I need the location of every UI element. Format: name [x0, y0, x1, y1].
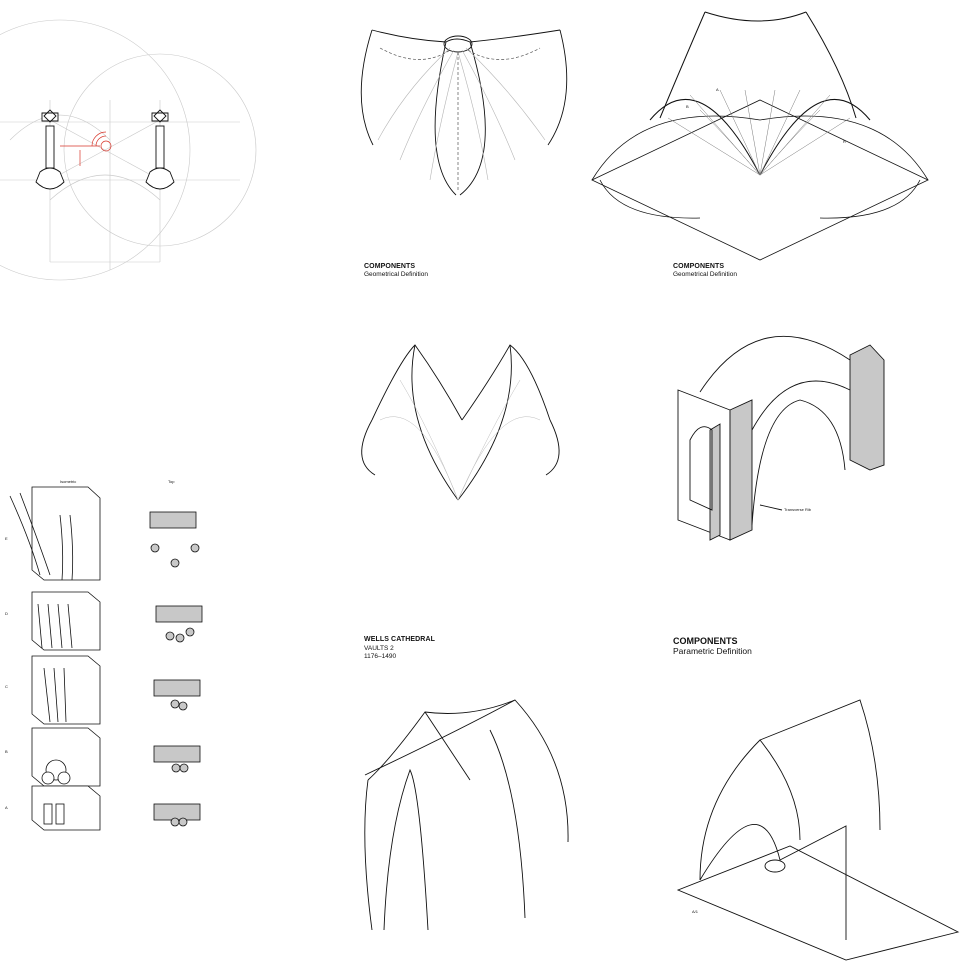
vault-masonry — [677, 335, 885, 541]
wells-line2: 1176–1490 — [364, 653, 397, 660]
vault-fan-dashed — [379, 47, 541, 190]
vault-simple — [361, 344, 560, 501]
vault-fan-ribs — [377, 47, 546, 181]
wells-line1: VAULTS 2 — [364, 645, 394, 652]
pier-blocks — [9, 486, 101, 831]
parametric-title: COMPONENTS — [673, 636, 738, 646]
pier-row-d: D — [5, 611, 8, 616]
geo-b-subtitle: Geometrical Definition — [673, 271, 737, 278]
geo-b-title: COMPONENTS — [673, 263, 725, 270]
pier-row-b: B — [5, 749, 8, 754]
vault-parametric — [676, 699, 960, 961]
pier-row-e: E — [5, 536, 8, 541]
vault-simple-ribs — [379, 379, 541, 501]
pier-col-isometric: Isometric — [60, 479, 77, 484]
vault-iso-ribs — [667, 89, 851, 176]
label-arc-b: B — [686, 104, 689, 109]
pier-tops — [149, 511, 203, 827]
vault-iso-shell — [649, 11, 871, 176]
label-a-b: A/1 — [692, 909, 699, 914]
parametric-subtitle: Parametric Definition — [673, 646, 752, 656]
vault-fan-outline — [360, 29, 568, 196]
vault-wells — [364, 699, 569, 931]
plan-red-detail — [60, 131, 112, 166]
geo-a-subtitle: Geometrical Definition — [364, 271, 428, 278]
label-transverse-rib: Transverse Rib — [784, 507, 811, 512]
geo-a-title: COMPONENTS — [364, 263, 416, 270]
pier-row-c: C — [5, 684, 8, 689]
pier-row-a: A — [5, 805, 8, 810]
label-arc-r: R — [843, 139, 846, 144]
plan-piers — [35, 109, 175, 190]
vault-iso-plan — [591, 99, 929, 261]
pier-col-top: Top — [168, 479, 175, 484]
wells-title: WELLS CATHEDRAL — [364, 636, 435, 643]
label-arc-a: A — [716, 87, 719, 92]
